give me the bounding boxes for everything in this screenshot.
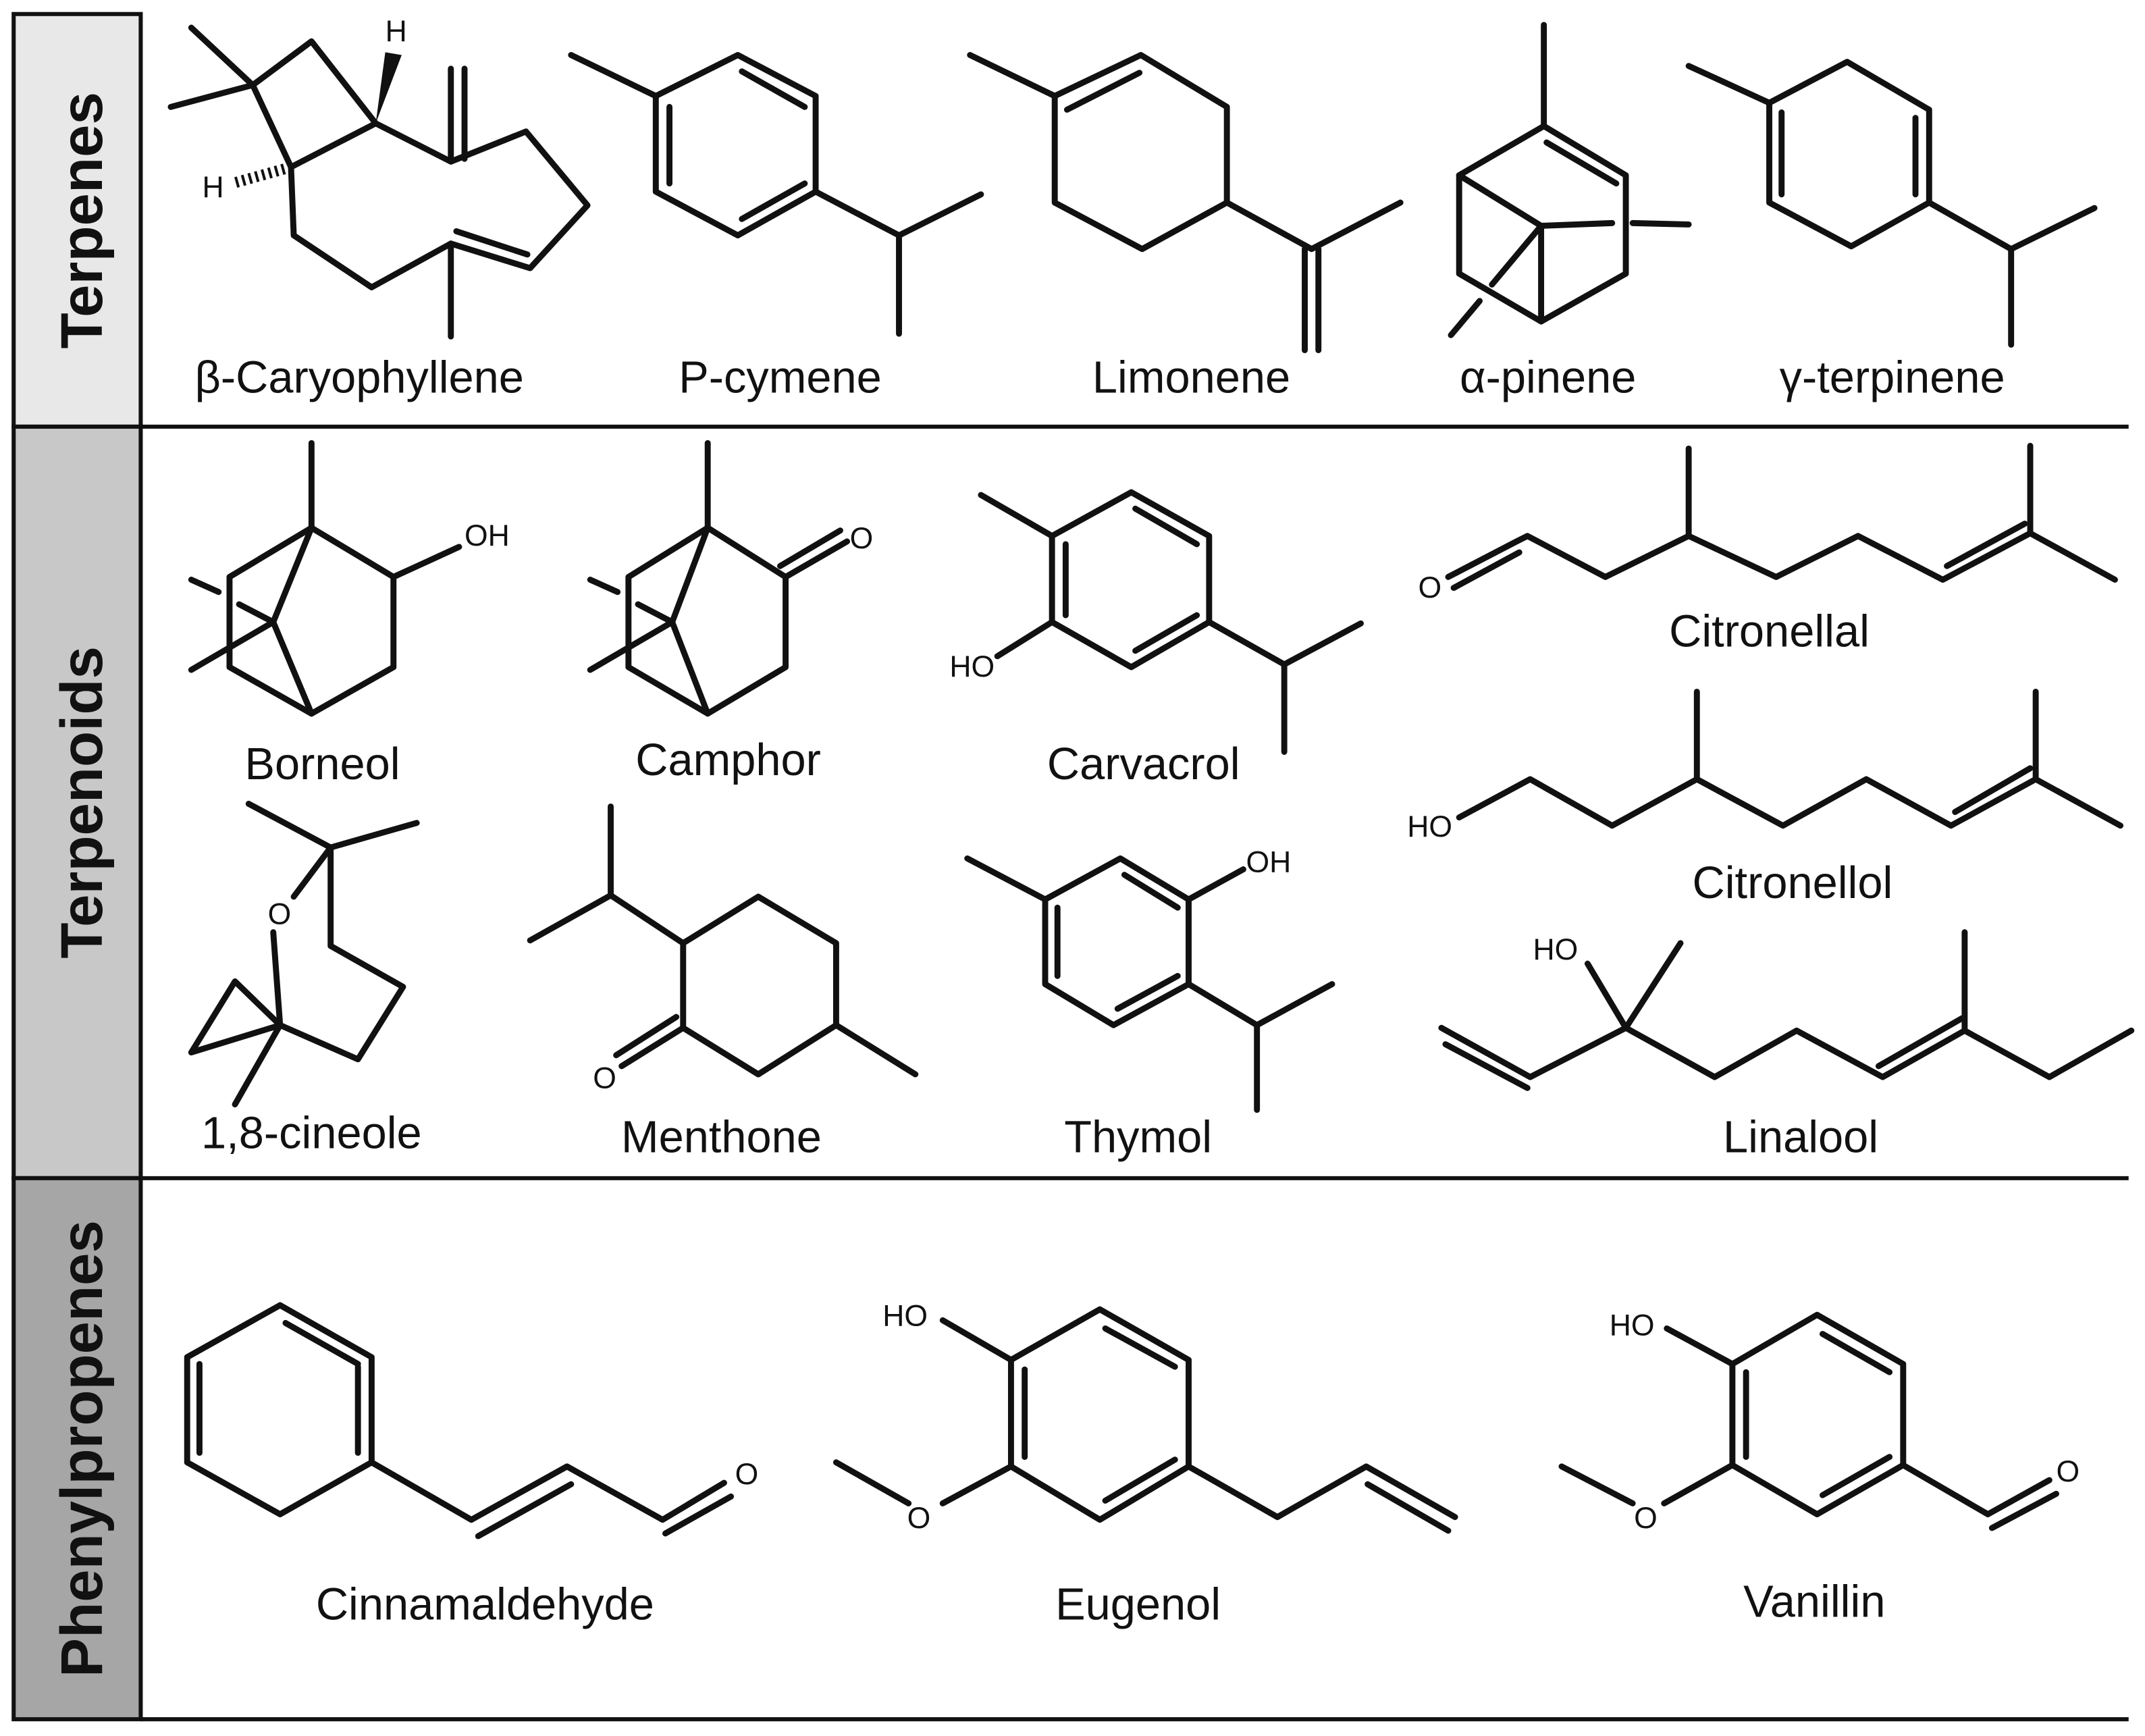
atom-label-ho: HO [949, 650, 995, 683]
atom-label-ho: HO [1610, 1309, 1655, 1342]
category-label-phenylpropenes: Phenylpropenes [49, 1220, 115, 1677]
structure-camphor [587, 440, 851, 717]
category-label-terpenes: Terpenes [49, 92, 115, 348]
compound-name-thymol: Thymol [1064, 1112, 1212, 1162]
atom-label-h: H [202, 171, 223, 204]
structure-citronellal [1445, 442, 2118, 591]
compound-name-citronellol: Citronellol [1692, 858, 1892, 908]
structure-menthone [527, 803, 919, 1078]
compound-name-citronellal: Citronellal [1669, 607, 1870, 657]
structure-1-8-cineole [188, 800, 420, 1108]
wedge-bond [375, 52, 402, 124]
structure-cinnamaldehyde [184, 1302, 735, 1540]
atom-label-oh: OH [465, 519, 510, 552]
compound-name-vanillin: Vanillin [1743, 1577, 1885, 1627]
structure-eugenol [832, 1306, 1458, 1534]
compound-name-carvacrol: Carvacrol [1047, 739, 1240, 789]
structure-p-cymene [568, 52, 984, 337]
atom-label-oh: OH [1246, 846, 1291, 879]
atom-label-h: H [386, 15, 407, 48]
structure-citronellol [1456, 689, 2124, 829]
structure-gamma-terpinene [1685, 59, 2098, 348]
atom-label-o: O [593, 1061, 616, 1095]
compound-name-borneol: Borneol [244, 739, 400, 789]
structure-carvacrol [978, 489, 1364, 755]
compound-name-linalool: Linalool [1723, 1112, 1878, 1162]
atom-label-ho: HO [882, 1299, 928, 1332]
compound-name-camphor: Camphor [635, 735, 821, 785]
atom-label-o: O [735, 1458, 759, 1491]
compound-name-eugenol: Eugenol [1055, 1579, 1221, 1629]
atom-label-ho: HO [1533, 933, 1578, 966]
compound-name-gamma-terpinene: γ-terpinene [1780, 352, 2005, 402]
compound-name-caryophyllene: β-Caryophyllene [194, 352, 523, 402]
atom-label-o: O [907, 1502, 931, 1535]
compound-name-p-cymene: P-cymene [679, 352, 882, 402]
compound-name-menthone: Menthone [621, 1112, 822, 1162]
compound-name-alpha-pinene: α-pinene [1460, 352, 1636, 402]
structure-limonene [967, 52, 1404, 354]
structure-caryophyllene [167, 24, 591, 340]
structure-linalool [1438, 929, 2135, 1091]
atom-label-o: O [850, 522, 874, 555]
structure-vanillin [1558, 1311, 2059, 1531]
atom-label-o: O [2056, 1455, 2080, 1488]
hashed-bond [230, 161, 293, 189]
category-band-terpenoids [11, 424, 143, 1180]
compound-name-cinnamaldehyde: Cinnamaldehyde [316, 1579, 654, 1629]
atom-label-ho: HO [1407, 810, 1452, 843]
atom-label-o: O [268, 897, 292, 930]
compound-name-limonene: Limonene [1092, 352, 1290, 402]
structure-thymol [964, 855, 1335, 1113]
structure-alpha-pinene [1448, 22, 1692, 338]
category-band-terpenes [11, 11, 143, 429]
compound-name-cineole: 1,8-cineole [201, 1108, 422, 1158]
atom-label-o: O [1418, 571, 1441, 604]
structure-borneol [188, 440, 462, 717]
atom-label-o: O [1634, 1502, 1658, 1535]
category-label-terpenoids: Terpenoids [49, 646, 115, 958]
category-band-phenylpropenes [11, 1176, 143, 1722]
